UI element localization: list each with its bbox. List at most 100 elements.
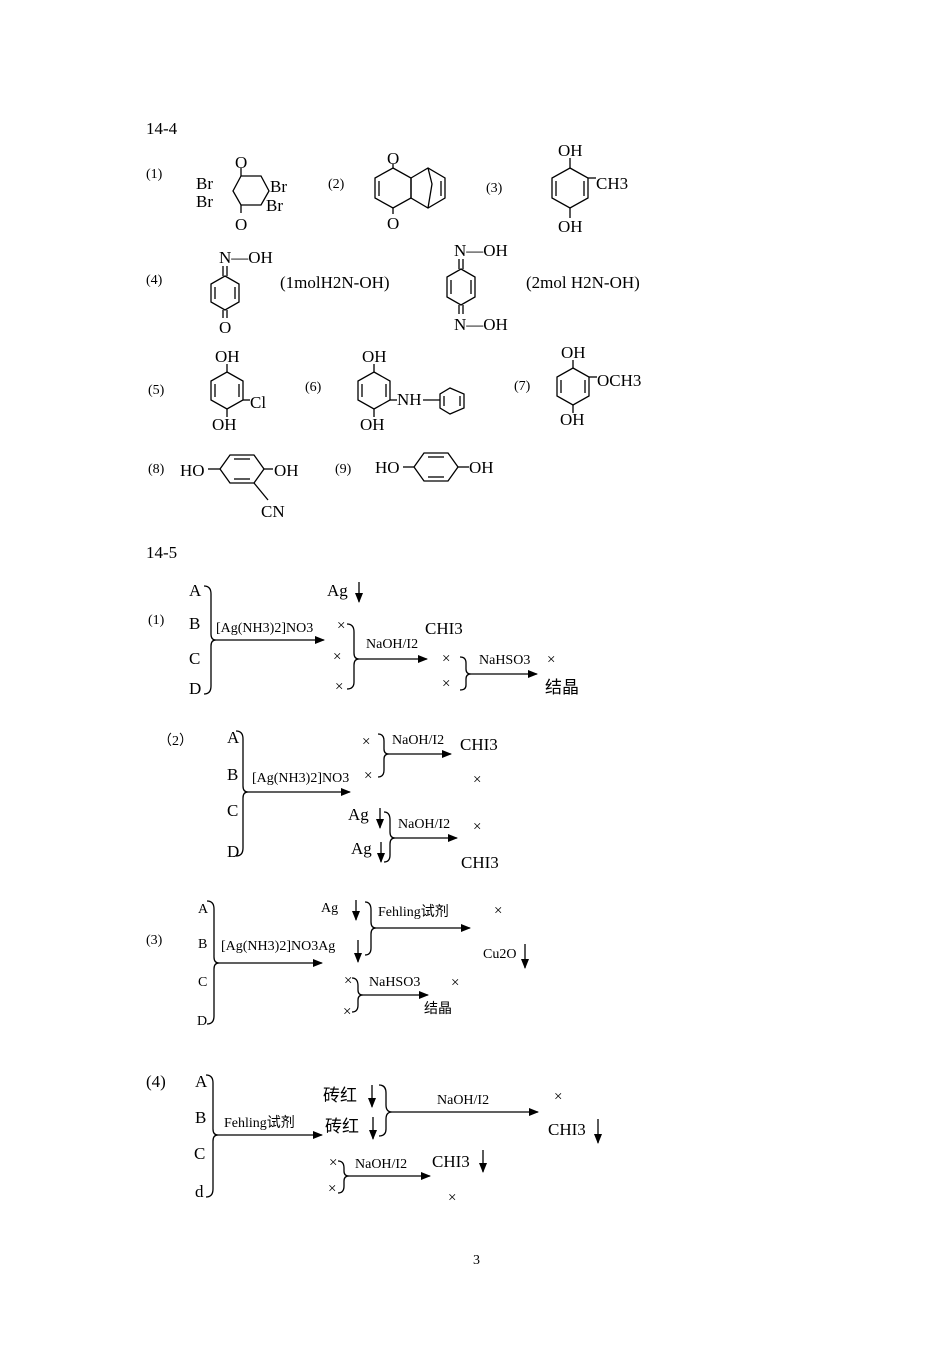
- group-NH: NH: [397, 390, 422, 409]
- label-3: (3): [486, 181, 503, 196]
- group-CN: CN: [261, 502, 285, 521]
- atom-OH: OH: [558, 141, 583, 160]
- product-Ag: Ag: [348, 805, 369, 824]
- product-Ag: Ag: [321, 901, 338, 916]
- atom-OH: OH: [560, 410, 585, 429]
- result-x: ×: [448, 1190, 456, 1206]
- label-2: (2): [328, 177, 345, 192]
- reagent-tollens-ag: [Ag(NH3)2]NO3Ag: [221, 939, 335, 954]
- atom-HO: HO: [180, 461, 205, 480]
- result-x: ×: [364, 768, 372, 784]
- product-CHI3: CHI3: [432, 1152, 470, 1171]
- result-x: ×: [547, 652, 555, 668]
- product-Ag: Ag: [351, 839, 372, 858]
- result-x: ×: [442, 676, 450, 692]
- compound-7: (7) OH OH OCH3: [514, 343, 641, 429]
- result-brick-red: 砖红: [325, 1117, 359, 1136]
- section-title-14-5: 14-5: [146, 543, 177, 562]
- compound-C: C: [198, 975, 207, 990]
- atom-O: O: [387, 149, 399, 168]
- group-OCH3: OCH3: [597, 371, 641, 390]
- compound-2: (2) O O: [328, 149, 446, 233]
- page-number: 3: [473, 1253, 480, 1268]
- reagent-nahso3: NaHSO3: [479, 653, 530, 668]
- compound-d: d: [195, 1182, 204, 1201]
- label-1: (1): [148, 613, 165, 628]
- result-x: ×: [337, 618, 345, 634]
- result-x: ×: [554, 1089, 562, 1105]
- result-x: ×: [442, 651, 450, 667]
- label-5: (5): [148, 383, 165, 398]
- compound-A: A: [189, 581, 202, 600]
- reagent-fehling: Fehling试剂: [378, 904, 449, 920]
- compound-A: A: [227, 728, 240, 747]
- result-crystal: 结晶: [424, 1001, 452, 1017]
- result-x: ×: [494, 903, 502, 919]
- atom-OH: OH: [558, 217, 583, 236]
- scheme-4: (4) A B C d Fehling试剂 砖红 砖红 NaOH/I2 × CH…: [146, 1072, 602, 1206]
- reagent-tollens: [Ag(NH3)2]NO3: [252, 771, 349, 786]
- atom-OH: OH: [274, 461, 299, 480]
- label-7: (7): [514, 379, 531, 394]
- compound-A: A: [198, 902, 209, 917]
- atom-HO: HO: [375, 458, 400, 477]
- reagent-note-2mol: (2mol H2N-OH): [526, 273, 640, 292]
- label-6: (6): [305, 380, 322, 395]
- compound-B: B: [198, 937, 207, 952]
- compound-3: (3) OH OH CH3: [486, 141, 628, 236]
- atom-Cl: Cl: [250, 393, 266, 412]
- atom-OH: OH: [362, 347, 387, 366]
- label-8: (8): [148, 462, 165, 477]
- compound-9: (9) HO OH: [335, 452, 494, 482]
- atom-Br: Br: [196, 192, 213, 211]
- compound-A: A: [195, 1072, 208, 1091]
- result-x: ×: [473, 772, 481, 788]
- compound-C: C: [227, 801, 238, 820]
- compound-C: C: [194, 1144, 205, 1163]
- product-Ag: Ag: [327, 581, 348, 600]
- product-cu2o: Cu2O: [483, 947, 516, 962]
- product-CHI3: CHI3: [460, 735, 498, 754]
- atom-OH: OH: [212, 415, 237, 434]
- compound-1: (1) O O Br Br Br Br: [146, 153, 287, 234]
- atom-O: O: [387, 214, 399, 233]
- atom-Br: Br: [266, 196, 283, 215]
- compound-B: B: [195, 1108, 206, 1127]
- group-N-OH: N—OH: [454, 241, 508, 260]
- result-x: ×: [328, 1181, 336, 1197]
- result-x: ×: [335, 679, 343, 695]
- result-x: ×: [344, 973, 352, 989]
- reagent-note-1mol: (1molH2N-OH): [280, 273, 390, 292]
- scheme-1: (1) A B C D [Ag(NH3)2]NO3 Ag × × × NaOH/…: [148, 581, 579, 698]
- compound-6: (6) OH OH NH: [305, 347, 465, 434]
- compound-B: B: [227, 765, 238, 784]
- compound-D: D: [197, 1014, 207, 1029]
- result-x: ×: [451, 975, 459, 991]
- atom-OH: OH: [469, 458, 494, 477]
- scheme-3: (3) A B C D [Ag(NH3)2]NO3Ag Ag Fehling试剂…: [146, 900, 529, 1029]
- atom-OH: OH: [360, 415, 385, 434]
- result-x: ×: [343, 1004, 351, 1020]
- scheme-2: （2） A B C D [Ag(NH3)2]NO3 × × NaOH/I2 CH…: [158, 728, 499, 872]
- result-x: ×: [329, 1155, 337, 1171]
- result-x: ×: [473, 819, 481, 835]
- result-crystal: 结晶: [545, 678, 579, 697]
- group-CH3: CH3: [596, 174, 628, 193]
- label-4: (4): [146, 273, 163, 288]
- atom-OH: OH: [215, 347, 240, 366]
- compound-4: (4) N—OH O (1molH2N-OH) N—OH N—OH (2mol …: [146, 241, 640, 337]
- atom-O: O: [219, 318, 231, 337]
- reagent-naoh-i2: NaOH/I2: [392, 733, 444, 748]
- compound-D: D: [227, 842, 239, 861]
- label-9: (9): [335, 462, 352, 477]
- reagent-naoh-i2: NaOH/I2: [437, 1093, 489, 1108]
- result-x: ×: [362, 734, 370, 750]
- label-2: （2）: [158, 733, 193, 749]
- group-N-OH: N—OH: [454, 315, 508, 334]
- compound-D: D: [189, 679, 201, 698]
- compound-C: C: [189, 649, 200, 668]
- label-1: (1): [146, 167, 163, 182]
- product-CHI3: CHI3: [461, 853, 499, 872]
- atom-O: O: [235, 153, 247, 172]
